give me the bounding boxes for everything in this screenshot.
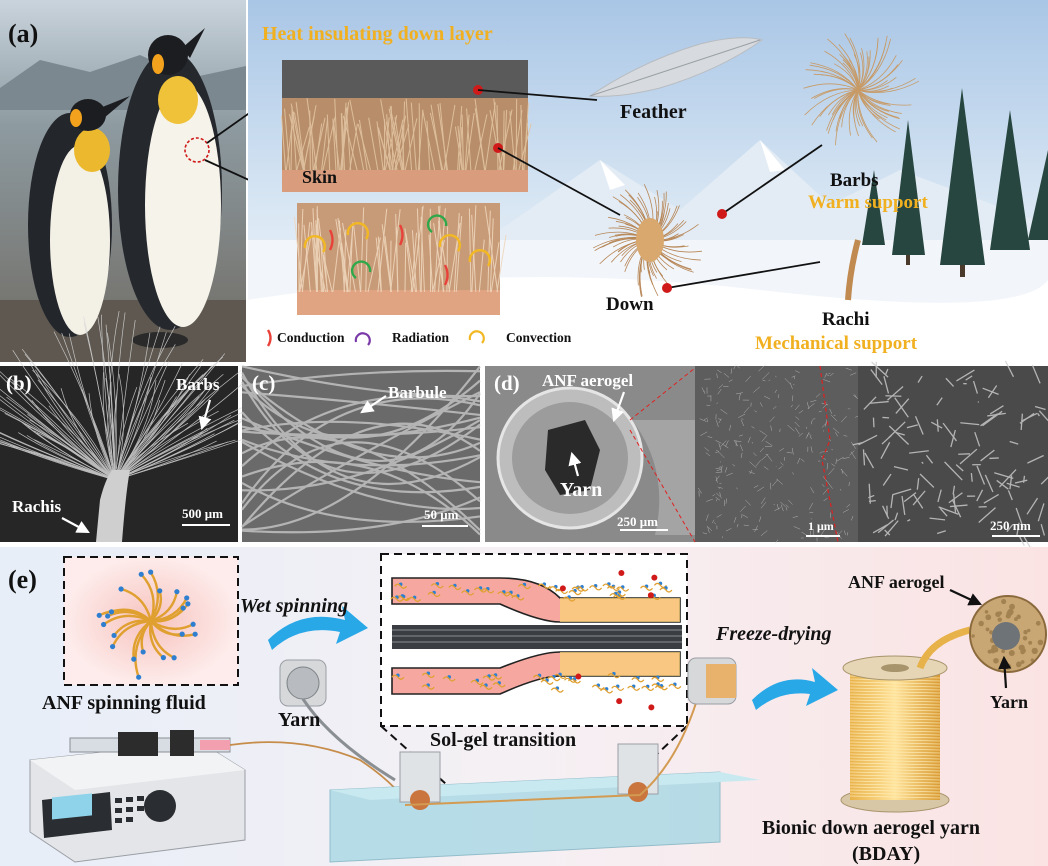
anf-aerogel-label: ANF aerogel xyxy=(848,572,944,592)
freeze-drying-label: Freeze-drying xyxy=(715,623,832,645)
bday-label-line2: (BDAY) xyxy=(852,843,920,865)
anf-aerogel-sem-label: ANF aerogel xyxy=(542,371,633,390)
legend-convection: Convection xyxy=(506,330,572,345)
anf-fluid-label: ANF spinning fluid xyxy=(42,692,206,714)
panel-d: (d) ANF aerogel Yarn 250 μm 1 μm 250 nm xyxy=(485,360,1048,550)
penguin-photo xyxy=(0,0,283,362)
rachis-sem-label: Rachis xyxy=(12,497,62,516)
panel-a-letter: (a) xyxy=(8,19,38,48)
pine-trees xyxy=(862,88,1048,265)
conduction-icon xyxy=(266,329,272,347)
yarn-spool-left: Yarn xyxy=(278,659,396,782)
sol-gel-box: Sol-gel transition xyxy=(380,553,688,751)
panel-a: Skin Conduction Radiation Convectio xyxy=(0,0,1048,362)
yarn-right-label: Yarn xyxy=(990,692,1028,712)
panel-c-letter: (c) xyxy=(252,371,275,395)
panel-d-scale-2: 1 μm xyxy=(808,519,834,533)
panel-d-scale-1: 250 μm xyxy=(617,514,658,529)
sol-gel-label: Sol-gel transition xyxy=(430,729,576,751)
anf-fluid-box: ANF spinning fluid xyxy=(42,556,239,714)
bday-label-line1: Bionic down aerogel yarn xyxy=(762,817,980,839)
skin-label: Skin xyxy=(302,167,337,187)
legend-conduction: Conduction xyxy=(277,330,345,345)
heat-legend: Conduction Radiation Convection xyxy=(266,329,572,347)
barbs-illustration xyxy=(803,33,920,146)
panel-c: (c) Barbule 50 μm xyxy=(241,365,481,542)
feather-illustration xyxy=(588,37,764,97)
rachi-label: Rachi xyxy=(822,309,870,330)
skin-down-illustration: Skin xyxy=(280,60,532,192)
wet-spinning-label: Wet spinning xyxy=(240,595,348,617)
barbule-label: Barbule xyxy=(388,383,447,402)
barbs-label: Barbs xyxy=(830,170,879,191)
radiation-icon xyxy=(354,332,371,346)
bday-spool xyxy=(840,626,971,813)
legend-radiation: Radiation xyxy=(392,330,450,345)
rachi-illustration xyxy=(845,239,861,301)
yarn-spool-right xyxy=(687,657,737,705)
convection-icon xyxy=(468,330,485,344)
skin-region-marker xyxy=(184,137,210,163)
warm-support-label: Warm support xyxy=(808,192,928,213)
syringe-pump xyxy=(29,730,406,863)
wet-spinning-arrow-icon xyxy=(268,606,368,650)
panel-b-letter: (b) xyxy=(6,371,32,395)
mechanical-support-label: Mechanical support xyxy=(755,333,918,354)
panel-e-letter: (e) xyxy=(8,565,37,594)
panel-e: (e) ANF spinning fluid Wet spinning xyxy=(0,547,1048,866)
feather-label: Feather xyxy=(620,101,687,123)
freeze-drying-arrow-icon xyxy=(752,668,838,710)
yarn-left-label: Yarn xyxy=(278,709,320,731)
panel-d-letter: (d) xyxy=(494,371,520,395)
panel-c-scale: 50 μm xyxy=(424,507,459,522)
down-label: Down xyxy=(606,294,654,315)
coagulation-bath xyxy=(329,689,760,863)
barbs-sem-label: Barbs xyxy=(176,375,220,394)
panel-b-scale: 500 μm xyxy=(182,506,223,521)
panel-d-scale-3: 250 nm xyxy=(990,518,1031,533)
panel-b: (b) Barbs Rachis 500 μm xyxy=(0,310,263,542)
heat-insulating-title: Heat insulating down layer xyxy=(262,23,493,45)
bday-cross-section: ANF aerogel Yarn xyxy=(848,572,1047,712)
heat-transfer-zoom xyxy=(293,203,507,315)
yarn-sem-label: Yarn xyxy=(560,479,602,501)
